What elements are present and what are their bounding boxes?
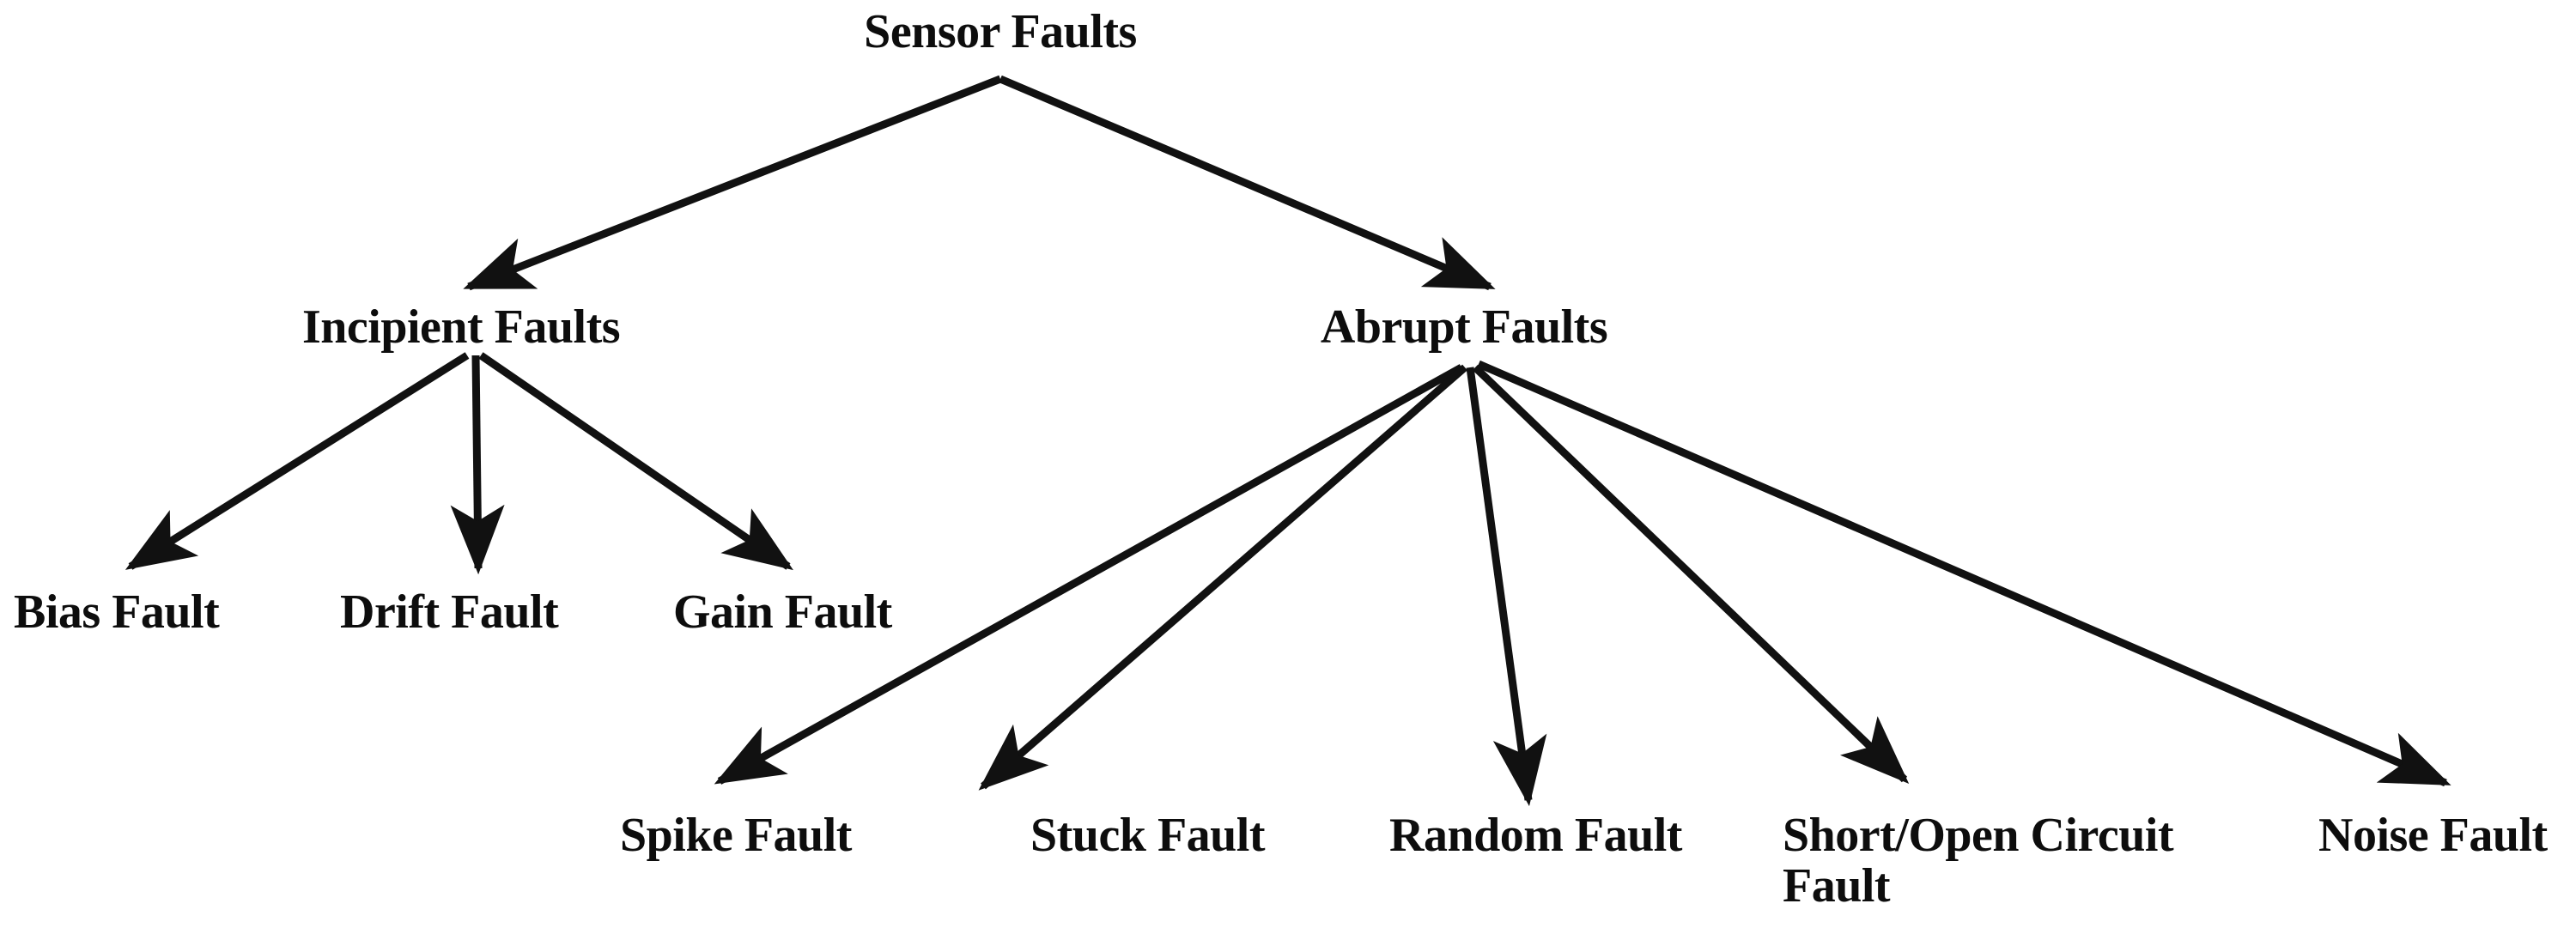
edge-root-to-abrupt (999, 75, 1496, 291)
edge-abrupt-to-stuck (978, 364, 1467, 791)
node-random-fault: Random Fault (1389, 809, 1682, 862)
edge-incipient-to-drift (450, 355, 505, 575)
node-abrupt-faults: Abrupt Faults (1320, 300, 1608, 354)
node-short-open-circuit-fault: Short/Open Circuit Fault (1783, 809, 2174, 913)
node-bias-fault: Bias Fault (14, 585, 220, 639)
edge-incipient-to-bias (125, 352, 470, 570)
node-incipient-faults: Incipient Faults (301, 300, 621, 354)
node-spike-fault: Spike Fault (620, 809, 852, 862)
edge-abrupt-to-short-open-circuit (1472, 364, 1910, 784)
edge-root-to-incipient (463, 75, 1002, 291)
edge-abrupt-to-noise (1477, 360, 2451, 787)
node-stuck-fault: Stuck Fault (1030, 809, 1266, 862)
node-drift-fault: Drift Fault (340, 585, 559, 639)
node-gain-fault: Gain Fault (673, 585, 892, 639)
node-noise-fault: Noise Fault (2318, 809, 2548, 862)
edge-abrupt-to-random (1466, 367, 1547, 807)
edge-abrupt-to-spike (714, 364, 1464, 785)
node-sensor-faults: Sensor Faults (864, 5, 1137, 58)
edge-incipient-to-gain (478, 352, 793, 571)
